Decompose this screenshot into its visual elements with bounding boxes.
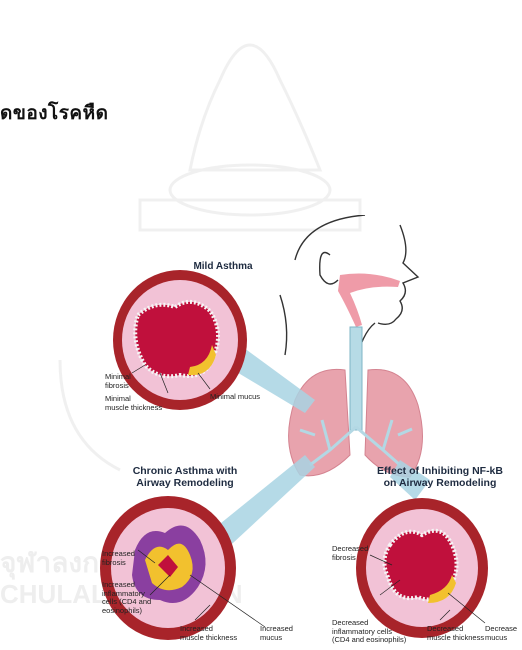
inhibited-label-mucus: Decrease mucus	[485, 625, 517, 642]
chronic-airway-section	[100, 496, 236, 640]
mild-asthma-title: Mild Asthma	[178, 261, 268, 272]
inhibited-airway-section	[356, 498, 488, 638]
inhibited-label-muscle: Decreased muscle thickness	[427, 625, 484, 642]
mild-label-mucus: Minimal mucus	[210, 393, 260, 402]
mild-label-fibrosis: Minimal fibrosis	[105, 373, 131, 390]
mild-label-muscle: Minimal muscle thickness	[105, 395, 162, 412]
chronic-label-mucus: Increased mucus	[260, 625, 293, 642]
inhibited-remodeling-title: Effect of Inhibiting NF-kB on Airway Rem…	[360, 465, 520, 489]
chronic-asthma-title: Chronic Asthma with Airway Remodeling	[115, 465, 255, 489]
inhibited-label-fibrosis: Decreased fibrosis	[332, 545, 368, 562]
trachea	[350, 327, 362, 430]
chronic-label-inflammatory: Increased inflammatory cells (CD4 and eo…	[102, 581, 151, 615]
illustration-svg	[100, 215, 522, 645]
chronic-label-muscle: Increased muscle thickness	[180, 625, 237, 642]
mild-airway-section	[113, 270, 247, 410]
nasal-passage	[338, 273, 400, 327]
inhibited-label-inflammatory: Decreased inflammatory cells (CD4 and eo…	[332, 619, 406, 645]
chronic-label-fibrosis: Increased fibrosis	[102, 550, 135, 567]
asthma-airway-illustration: Mild Asthma Chronic Asthma with Airway R…	[100, 215, 522, 645]
